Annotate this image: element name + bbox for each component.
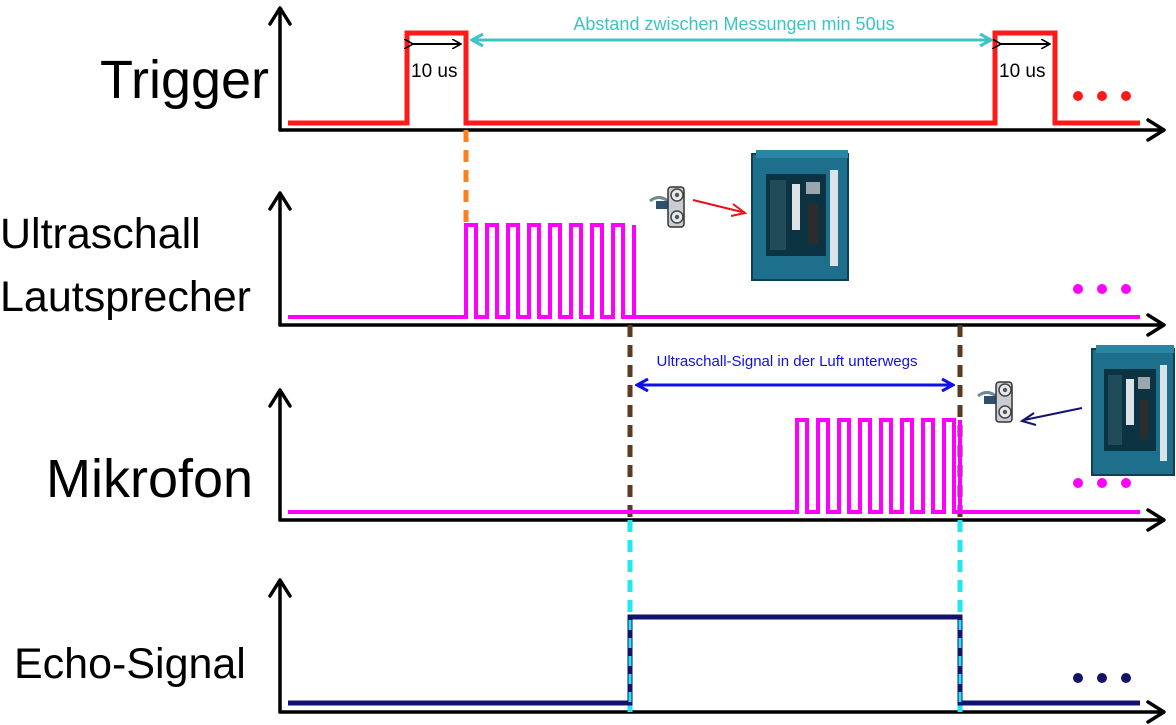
echo-x-axis [278, 700, 1166, 724]
trigger-y-axis [268, 6, 292, 132]
arduino-board-icon [751, 150, 849, 281]
echo-y-axis [268, 578, 292, 714]
trigger-continuation-dots [1073, 91, 1131, 101]
trigger-x-axis [278, 118, 1166, 142]
sensor-to-board-arrowhead-1 [730, 203, 748, 217]
speaker-waveform [288, 223, 1140, 319]
speaker-label-line1: Ultraschall [0, 210, 201, 258]
pulse-width-label-2: 10 us [999, 61, 1045, 82]
mic-waveform [288, 418, 1140, 514]
speaker-label-line2: Lautsprecher [0, 273, 251, 321]
mic-continuation-dots [1073, 478, 1131, 488]
mic-x-axis [278, 508, 1166, 532]
board-to-sensor-arrow [1023, 407, 1083, 421]
echo-label: Echo-Signal [14, 640, 246, 688]
travel-label: Ultraschall-Signal in der Luft unterwegs [657, 353, 918, 370]
speaker-continuation-dots [1073, 284, 1131, 294]
sensor-to-board-arrow-1 [692, 199, 743, 213]
echo-continuation-dots [1073, 673, 1131, 683]
ultrasonic-sensor-icon-2 [977, 381, 1013, 423]
spacing-label: Abstand zwischen Messungen min 50us [573, 14, 894, 34]
mic-y-axis [268, 388, 292, 522]
axes [268, 6, 1166, 724]
echo-waveform [288, 614, 1140, 706]
board-to-sensor-arrowhead [1019, 412, 1037, 426]
mic-label: Mikrofon [46, 449, 253, 509]
speaker-y-axis [268, 191, 292, 327]
pulse-width-label-1: 10 us [411, 61, 457, 82]
ultrasonic-sensor-icon [649, 186, 685, 228]
trigger-label: Trigger [100, 50, 269, 110]
trigger-waveform [288, 30, 1140, 126]
speaker-x-axis [278, 313, 1166, 337]
arduino-board-icon-2 [1091, 345, 1175, 476]
